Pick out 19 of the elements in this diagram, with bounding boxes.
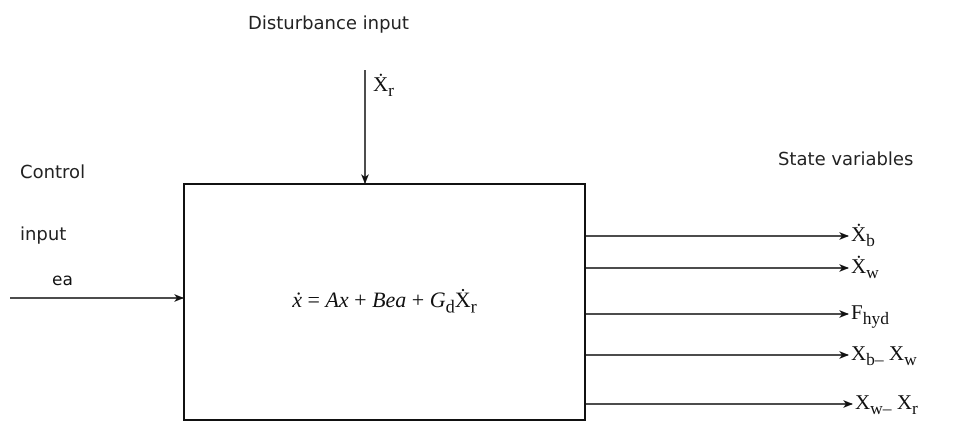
arrow <box>586 351 849 359</box>
state-equation: ẋ = Ax + Bea + G$_{d}$Ẋ$_{r}$ <box>292 286 477 318</box>
system-block <box>183 183 586 421</box>
arrow <box>361 70 369 184</box>
arrow <box>10 294 184 302</box>
arrow <box>586 400 853 408</box>
arrow <box>586 264 849 272</box>
state-variable: X$_{w–}$ X$_{r}$ <box>855 390 965 418</box>
annotation: Disturbance input <box>248 12 410 36</box>
state-variable: F$_{hyd}$ <box>851 300 931 328</box>
state-variable: X$_{b–}$ X$_{w}$ <box>851 341 961 369</box>
arrow <box>586 232 849 240</box>
state-variable: Ẋ$_{b}$ <box>851 222 911 250</box>
state-variable: Ẋ$_{w}$ <box>851 254 911 282</box>
edge-label: ea <box>52 270 73 290</box>
annotation: State variables <box>778 148 914 172</box>
edge-label: Ẋ$_{r}$ <box>373 72 394 102</box>
annotation: Control input <box>20 161 86 247</box>
arrow <box>586 310 849 318</box>
